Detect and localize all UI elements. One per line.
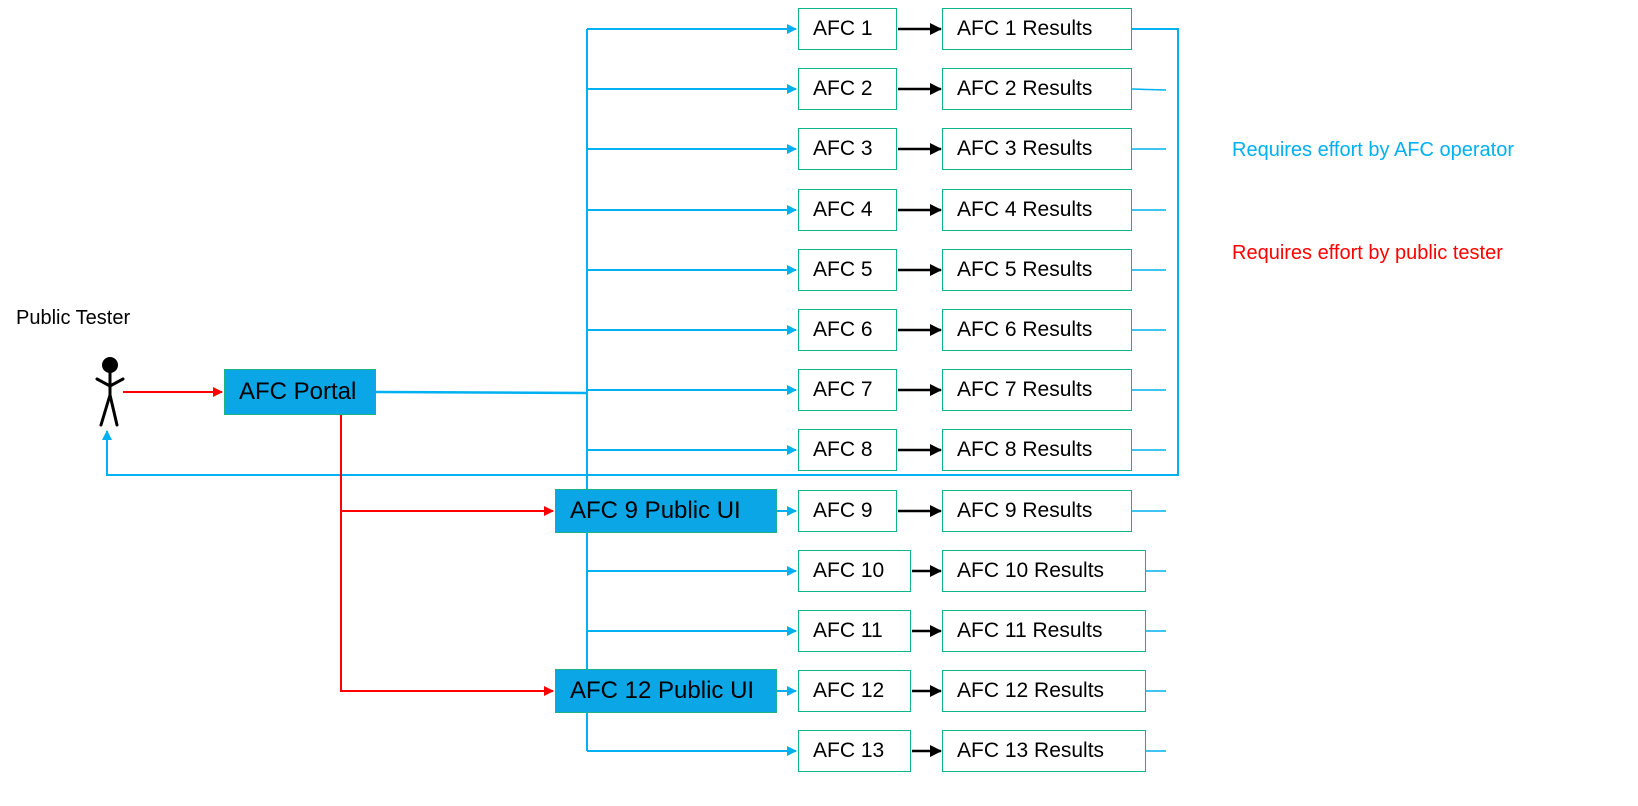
afc-4-box: AFC 4: [798, 189, 897, 231]
afc-8-box: AFC 8: [798, 429, 897, 471]
afc-12-box: AFC 12: [798, 670, 911, 712]
afc-12-public-ui-box: AFC 12 Public UI: [555, 669, 777, 713]
afc-portal-box: AFC Portal: [224, 369, 376, 415]
afc-3-results-box: AFC 3 Results: [942, 128, 1132, 170]
afc-9-public-ui-box: AFC 9 Public UI: [555, 489, 777, 533]
afc-10-box: AFC 10: [798, 550, 911, 592]
afc-11-results-box: AFC 11 Results: [942, 610, 1146, 652]
public-tester-label: Public Tester: [16, 307, 131, 329]
afc-10-results-box: AFC 10 Results: [942, 550, 1146, 592]
afc-4-results-box: AFC 4 Results: [942, 189, 1132, 231]
afc-7-box: AFC 7: [798, 369, 897, 411]
afc-6-results-box: AFC 6 Results: [942, 309, 1132, 351]
portal-to-public-ui-9-arrow: [340, 415, 554, 516]
afc-9-results-box: AFC 9 Results: [942, 490, 1132, 532]
afc-11-box: AFC 11: [798, 610, 911, 652]
afc-2-results-box: AFC 2 Results: [942, 68, 1132, 110]
afc-7-results-box: AFC 7 Results: [942, 369, 1132, 411]
portal-to-bus-line: [375, 390, 588, 395]
legend-operator: Requires effort by AFC operator: [1232, 139, 1514, 161]
afc-8-results-box: AFC 8 Results: [942, 429, 1132, 471]
afc-5-results-box: AFC 5 Results: [942, 249, 1132, 291]
portal-to-public-ui-12-arrow: [340, 511, 554, 696]
afc-9-box: AFC 9: [798, 490, 897, 532]
afc-13-box: AFC 13: [798, 730, 911, 772]
public-tester-figure: [95, 357, 125, 427]
afc-6-box: AFC 6: [798, 309, 897, 351]
afc-13-results-box: AFC 13 Results: [942, 730, 1146, 772]
afc-1-box: AFC 1: [798, 8, 897, 50]
afc-2-results-stub: [1131, 88, 1167, 91]
afc-3-box: AFC 3: [798, 128, 897, 170]
afc-12-results-box: AFC 12 Results: [942, 670, 1146, 712]
afc-1-results-box: AFC 1 Results: [942, 8, 1132, 50]
afc-5-box: AFC 5: [798, 249, 897, 291]
afc-2-box: AFC 2: [798, 68, 897, 110]
results-return-line: [102, 28, 1179, 476]
legend-tester: Requires effort by public tester: [1232, 242, 1503, 264]
